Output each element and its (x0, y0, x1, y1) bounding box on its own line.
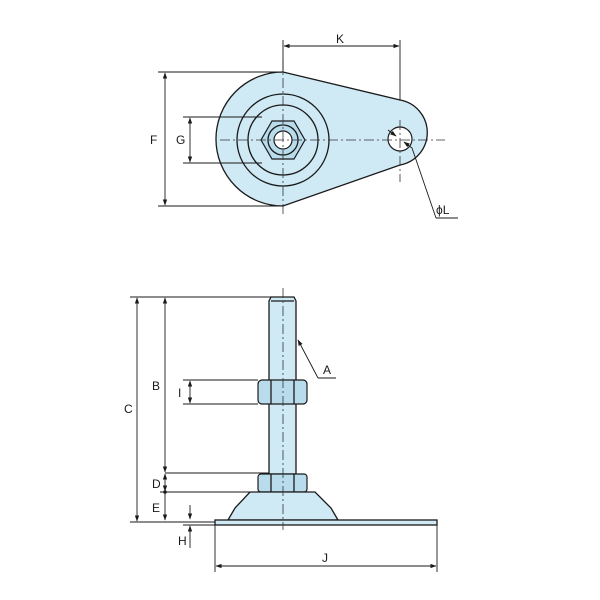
upper-hex-nut (257, 379, 308, 405)
label-b: B (152, 379, 160, 393)
label-a: A (323, 363, 331, 377)
side-view: C B I D E H J A (124, 288, 438, 572)
label-d: D (152, 477, 161, 491)
base-plate-side (214, 519, 438, 526)
label-i: I (178, 386, 181, 400)
label-g: G (176, 133, 185, 147)
label-j: J (322, 551, 328, 565)
label-phi-l: ϕL (436, 203, 450, 217)
label-f: F (150, 133, 157, 147)
label-e: E (152, 501, 160, 515)
label-c: C (124, 402, 133, 416)
label-h: H (178, 534, 187, 548)
label-k: K (336, 32, 344, 46)
top-view: K F G ϕL (150, 32, 458, 219)
lower-hex-nut (257, 473, 308, 493)
